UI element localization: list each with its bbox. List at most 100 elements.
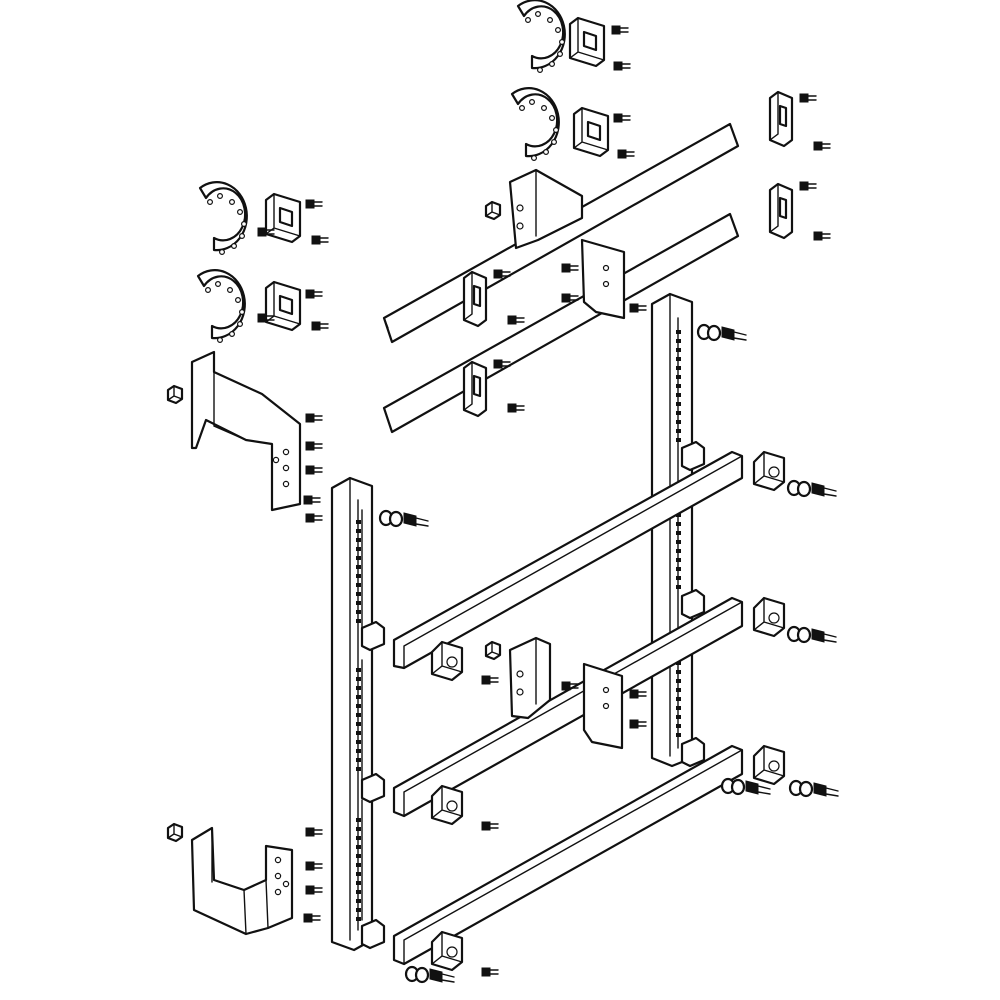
clamp-holder-left-1 [264,192,302,244]
upright-notch [356,899,361,903]
bar-end-clip-right-2 [768,181,831,241]
upright-right-connectors [680,440,706,768]
upright-notch [356,619,361,623]
busbar-3 [392,744,744,966]
upright-notch [356,722,361,726]
clamp-holder-top-1 [568,16,606,68]
clamp-ring-left-1 [198,181,248,256]
upright-notch [356,713,361,717]
upright-notch [356,731,361,735]
upright-notch [356,574,361,578]
clamp-holder-left-2 [264,280,302,332]
upper-support-bracket [508,168,626,320]
upright-notch [676,339,681,343]
square-nut-upper [484,200,502,221]
upright-notch [356,695,361,699]
upright-notch [676,438,681,442]
upright-notch [356,592,361,596]
upright-notch [356,872,361,876]
upright-notch [676,679,681,683]
upright-notch [356,610,361,614]
upright-notch [356,547,361,551]
u-bracket-upper [190,350,302,512]
bolt-set-upright-left [378,509,430,528]
upright-notch [676,366,681,370]
upright-notch [356,854,361,858]
upright-notch [676,576,681,580]
upright-notch [676,697,681,701]
upright-notch [676,348,681,352]
busbar-2 [392,596,744,818]
upright-notch [676,558,681,562]
upright-notch [356,767,361,771]
upright-left-connectors [360,620,386,950]
upright-notch [356,917,361,921]
upright-notch [676,540,681,544]
upright-right [650,292,694,768]
upright-notch [676,420,681,424]
upright-notch [676,567,681,571]
upright-left-teeth [356,520,361,921]
upright-notch [676,724,681,728]
terminal-block-left-3 [430,930,499,977]
upright-notch [356,601,361,605]
clamp-ring-top-1 [516,0,566,74]
upright-notch [356,704,361,708]
upright-notch [676,357,681,361]
clamp-holder-top-2 [572,106,610,158]
upright-notch [676,513,681,517]
upright-notch [356,827,361,831]
upright-notch [676,661,681,665]
upright-notch [356,890,361,894]
upright-notch [676,393,681,397]
bar-end-clip-right-1 [768,90,831,151]
upright-notch [356,836,361,840]
upright-notch [356,565,361,569]
upright-notch [356,583,361,587]
terminal-block-right-2 [752,596,838,644]
upright-notch [676,402,681,406]
middle-support-bracket [508,636,624,750]
upright-notch [356,863,361,867]
busbar-1 [392,450,744,670]
upright-notch [676,411,681,415]
clamp-ring-left-2 [196,269,246,344]
upright-notch [676,688,681,692]
upright-notch [676,429,681,433]
upright-notch [356,818,361,822]
upright-notch [676,715,681,719]
upright-notch [676,384,681,388]
upright-notch [676,706,681,710]
upright-notch [356,529,361,533]
upright-notch [356,538,361,542]
upright-notch [356,740,361,744]
screw-set-top-1 [611,25,631,71]
terminal-block-right-1 [752,450,838,498]
u-bracket-lower [190,826,294,936]
clamp-ring-top-2 [510,87,560,162]
upright-notch [356,686,361,690]
screw-set-top-2 [613,113,635,159]
upright-notch [356,749,361,753]
upright-notch [356,881,361,885]
upright-notch [676,531,681,535]
upright-notch [356,845,361,849]
upright-notch [676,585,681,589]
upright-notch [676,375,681,379]
upright-notch [356,520,361,524]
upright-notch [356,556,361,560]
upright-notch [356,677,361,681]
upright-notch [676,549,681,553]
upright-notch [676,522,681,526]
terminal-block-left-2 [430,784,499,831]
upright-notch [356,668,361,672]
upright-notch [676,733,681,737]
upright-notch [676,330,681,334]
square-nut-middle [484,640,502,661]
upright-notch [676,670,681,674]
upright-left [330,476,374,952]
upright-notch [356,908,361,912]
bolt-set-upright-right [696,323,748,342]
